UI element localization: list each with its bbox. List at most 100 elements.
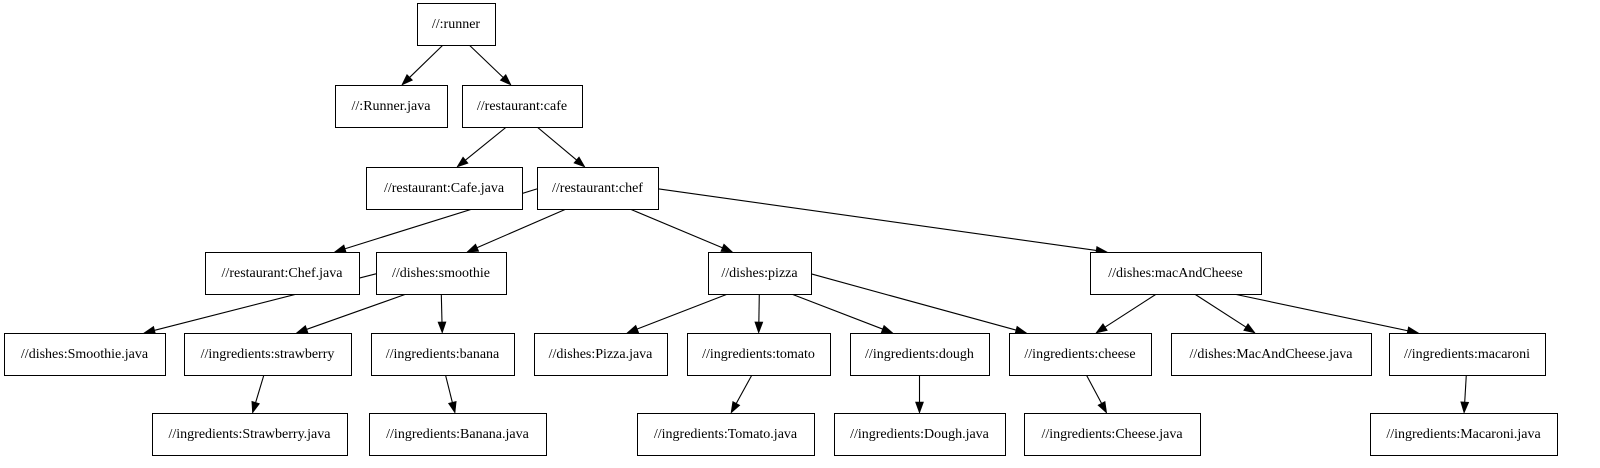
node-label: //ingredients:banana — [386, 347, 500, 362]
edge-dishes_pizza-to-ing_cheese — [810, 273, 1017, 331]
graph-node-dishes_macandcheese[interactable]: //dishes:macAndCheese — [1090, 252, 1262, 295]
node-label: //ingredients:tomato — [702, 347, 815, 362]
arrowhead-icon — [720, 243, 734, 253]
node-label: //ingredients:Macaroni.java — [1386, 427, 1541, 442]
arrowhead-icon — [626, 324, 640, 334]
graph-node-runner[interactable]: //:runner — [417, 3, 496, 46]
node-label: //:runner — [432, 17, 481, 32]
node-label: //restaurant:chef — [552, 181, 643, 196]
node-label: //dishes:macAndCheese — [1108, 266, 1243, 281]
node-box — [184, 333, 352, 376]
arrowhead-icon — [915, 401, 924, 414]
graph-node-ing_macaroni_java[interactable]: //ingredients:Macaroni.java — [1370, 413, 1558, 456]
node-box — [1171, 333, 1372, 376]
node-box — [462, 85, 583, 128]
edge-runner-to-runner_java — [409, 44, 444, 78]
edge-restaurant_chef-to-dishes_macandcheese — [657, 188, 1097, 252]
graph-node-dishes_smoothie[interactable]: //dishes:smoothie — [376, 252, 507, 295]
node-box — [637, 413, 815, 456]
node-label: //dishes:smoothie — [392, 266, 490, 281]
edge-dishes_macandcheese-to-ing_cheese — [1104, 293, 1157, 328]
edge-runner-to-restaurant_cafe — [468, 44, 504, 78]
graph-node-ing_cheese_java[interactable]: //ingredients:Cheese.java — [1024, 413, 1201, 456]
node-box — [708, 252, 812, 295]
edge-dishes_macandcheese-to-dishes_mac_java — [1194, 293, 1247, 328]
arrowhead-icon — [456, 156, 469, 168]
arrowhead-icon — [1095, 323, 1108, 334]
edge-ing_macaroni-to-ing_macaroni_java — [1464, 374, 1467, 403]
node-box — [537, 167, 659, 210]
arrowhead-icon — [401, 73, 414, 86]
arrowhead-icon — [754, 321, 764, 334]
node-box — [1024, 413, 1201, 456]
arrowhead-icon — [730, 400, 741, 414]
node-label: //ingredients:Strawberry.java — [169, 427, 332, 442]
graph-node-dishes_mac_java[interactable]: //dishes:MacAndCheese.java — [1171, 333, 1372, 376]
node-label: //restaurant:Cafe.java — [384, 181, 505, 196]
node-box — [834, 413, 1006, 456]
graph-node-dishes_smoothie_java[interactable]: //dishes:Smoothie.java — [4, 333, 166, 376]
graph-node-ing_strawberry_java[interactable]: //ingredients:Strawberry.java — [152, 413, 348, 456]
arrowhead-icon — [295, 325, 309, 334]
node-label: //restaurant:cafe — [477, 99, 567, 114]
graph-node-dishes_pizza[interactable]: //dishes:pizza — [708, 252, 812, 295]
node-label: //restaurant:Chef.java — [222, 266, 344, 281]
node-label: //ingredients:cheese — [1024, 347, 1135, 362]
graph-node-restaurant_cafe[interactable]: //restaurant:cafe — [462, 85, 583, 128]
graph-node-restaurant_chef_java[interactable]: //restaurant:Chef.java — [205, 252, 360, 295]
edge-ing_banana-to-ing_banana_java — [444, 374, 453, 403]
graph-node-ing_cheese[interactable]: //ingredients:cheese — [1009, 333, 1152, 376]
node-box — [366, 167, 523, 210]
arrowhead-icon — [1014, 325, 1028, 335]
node-box — [850, 333, 990, 376]
node-box — [1389, 333, 1546, 376]
node-label: //dishes:pizza — [721, 266, 798, 281]
graph-node-ing_banana_java[interactable]: //ingredients:Banana.java — [369, 413, 547, 456]
graph-node-restaurant_cafe_java[interactable]: //restaurant:Cafe.java — [366, 167, 523, 210]
node-box — [687, 333, 831, 376]
node-label: //ingredients:macaroni — [1404, 347, 1530, 362]
node-box — [371, 333, 515, 376]
graph-node-runner_java[interactable]: //:Runner.java — [335, 85, 448, 128]
arrowhead-icon — [1460, 401, 1470, 414]
edge-dishes_pizza-to-ing_dough — [791, 293, 883, 330]
node-label: //ingredients:Cheese.java — [1041, 427, 1183, 442]
arrowhead-icon — [880, 324, 894, 334]
arrowhead-icon — [447, 400, 457, 414]
node-label: //dishes:Smoothie.java — [21, 347, 149, 362]
edge-ing_cheese-to-ing_cheese_java — [1085, 374, 1102, 404]
graph-node-ing_dough_java[interactable]: //ingredients:Dough.java — [834, 413, 1006, 456]
arrowhead-icon — [437, 321, 447, 334]
arrowhead-icon — [251, 400, 260, 414]
node-label: //ingredients:Tomato.java — [654, 427, 798, 442]
node-label: //ingredients:Banana.java — [386, 427, 529, 442]
graph-node-restaurant_chef[interactable]: //restaurant:chef — [537, 167, 659, 210]
graph-node-ing_banana[interactable]: //ingredients:banana — [371, 333, 515, 376]
arrowhead-icon — [466, 243, 480, 253]
graph-node-ing_strawberry[interactable]: //ingredients:strawberry — [184, 333, 352, 376]
arrowhead-icon — [499, 73, 512, 86]
node-box — [417, 3, 496, 46]
node-label: //ingredients:dough — [865, 347, 974, 362]
node-box — [335, 85, 448, 128]
graph-node-ing_tomato[interactable]: //ingredients:tomato — [687, 333, 831, 376]
edge-restaurant_cafe-to-restaurant_chef — [536, 126, 577, 161]
node-box — [1009, 333, 1152, 376]
graph-node-ing_macaroni[interactable]: //ingredients:macaroni — [1389, 333, 1546, 376]
node-box — [1370, 413, 1558, 456]
arrowhead-icon — [333, 244, 347, 253]
node-label: //ingredients:Dough.java — [850, 427, 990, 442]
edge-restaurant_chef-to-dishes_smoothie — [476, 208, 567, 249]
graph-node-ing_dough[interactable]: //ingredients:dough — [850, 333, 990, 376]
node-label: //dishes:Pizza.java — [549, 347, 654, 362]
edge-ing_tomato-to-ing_tomato_java — [735, 374, 753, 404]
arrowhead-icon — [1243, 323, 1256, 334]
node-box — [376, 252, 507, 295]
node-box — [4, 333, 166, 376]
edge-dishes_macandcheese-to-ing_macaroni — [1233, 293, 1408, 332]
graph-node-ing_tomato_java[interactable]: //ingredients:Tomato.java — [637, 413, 815, 456]
edge-dishes_smoothie-to-ing_banana — [440, 293, 443, 323]
graph-node-dishes_pizza_java[interactable]: //dishes:Pizza.java — [534, 333, 668, 376]
